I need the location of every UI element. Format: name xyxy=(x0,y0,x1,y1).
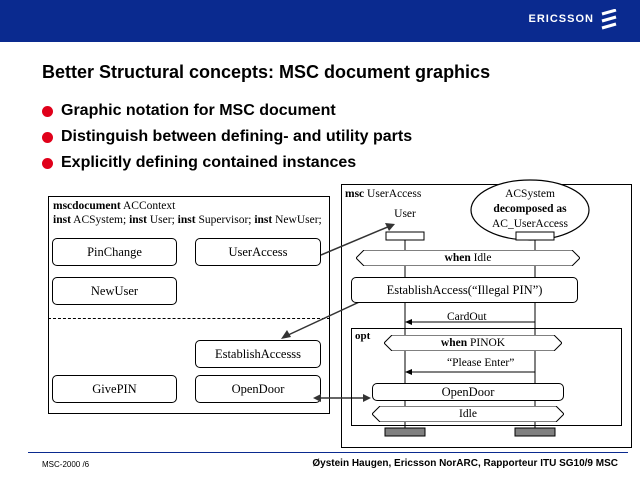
condition-idle-final[interactable]: Idle xyxy=(372,406,564,422)
instance-end-user xyxy=(384,427,426,437)
decomposed-name: AC_UserAccess xyxy=(491,218,568,230)
bullet-list: Graphic notation for MSC document Distin… xyxy=(42,98,412,176)
arrowhead-icon xyxy=(405,369,412,375)
instance-declarations: inst ACSystem; inst User; inst Superviso… xyxy=(53,214,322,226)
msc-ref-pinchange[interactable]: PinChange xyxy=(52,238,177,266)
msc-heading: msc UserAccess xyxy=(345,188,422,200)
opt-keyword: opt xyxy=(355,330,371,342)
decomposed-keyword: decomposed as xyxy=(493,203,567,215)
msc-ref-opendoor[interactable]: OpenDoor xyxy=(195,375,321,403)
msc-ref-establishaccesss[interactable]: EstablishAccesss xyxy=(195,340,321,368)
bullet-dot-icon xyxy=(42,131,53,143)
mscdocument-heading: mscdocument ACContext inst ACSystem; ins… xyxy=(53,199,322,227)
bullet-dot-icon xyxy=(42,157,53,169)
arrowhead-icon xyxy=(405,319,412,325)
bullet-item: Graphic notation for MSC document xyxy=(42,98,412,124)
instance-end-acsystem xyxy=(514,427,556,437)
message-label-cardout: CardOut xyxy=(447,311,487,323)
slide-title: Better Structural concepts: MSC document… xyxy=(42,62,491,82)
bullet-item: Explicitly defining contained instances xyxy=(42,150,412,176)
msc-ref-establishaccess[interactable]: EstablishAccess(“Illegal PIN”) xyxy=(351,277,578,303)
link-opendoor-arrow xyxy=(313,394,371,402)
message-label-please-enter: “Please Enter” xyxy=(447,357,515,369)
condition-idle[interactable]: when Idle xyxy=(356,250,580,266)
mscdocument-keyword: mscdocument xyxy=(53,200,121,212)
msc-ref-givepin[interactable]: GivePIN xyxy=(52,375,177,403)
msc-ref-useraccess[interactable]: UserAccess xyxy=(195,238,321,266)
msc-ref-opendoor-inline[interactable]: OpenDoor xyxy=(372,383,564,401)
mscdocument-name: ACContext xyxy=(122,200,176,212)
instance-head-acsystem xyxy=(515,231,555,241)
bullet-text: Distinguish between defining- and utilit… xyxy=(61,128,413,145)
bullet-item: Distinguish between defining- and utilit… xyxy=(42,124,412,150)
link-useraccess-arrow xyxy=(320,223,395,256)
bullet-text: Graphic notation for MSC document xyxy=(61,102,336,119)
ericsson-logo-icon xyxy=(601,9,617,30)
instance-name-user: User xyxy=(394,208,416,220)
footer-author: Øystein Haugen, Ericsson NorARC, Rapport… xyxy=(312,458,618,469)
condition-pinok[interactable]: when PINOK xyxy=(384,335,562,351)
instance-head-user xyxy=(385,231,425,241)
opt-inline-frame xyxy=(351,328,622,426)
msc-frame xyxy=(341,184,632,448)
footer-rule xyxy=(28,452,628,453)
instance-name-acsystem: ACSystem xyxy=(505,188,555,200)
header-bar: ERICSSON xyxy=(0,0,640,42)
footer-slide-number: MSC-2000 /6 xyxy=(42,460,90,469)
brand-name: ERICSSON xyxy=(528,13,594,25)
mscdocument-frame xyxy=(48,196,330,414)
bullet-text: Explicitly defining contained instances xyxy=(61,154,357,171)
msc-ref-newuser[interactable]: NewUser xyxy=(52,277,177,305)
utility-separator xyxy=(48,318,330,319)
bullet-dot-icon xyxy=(42,105,53,117)
